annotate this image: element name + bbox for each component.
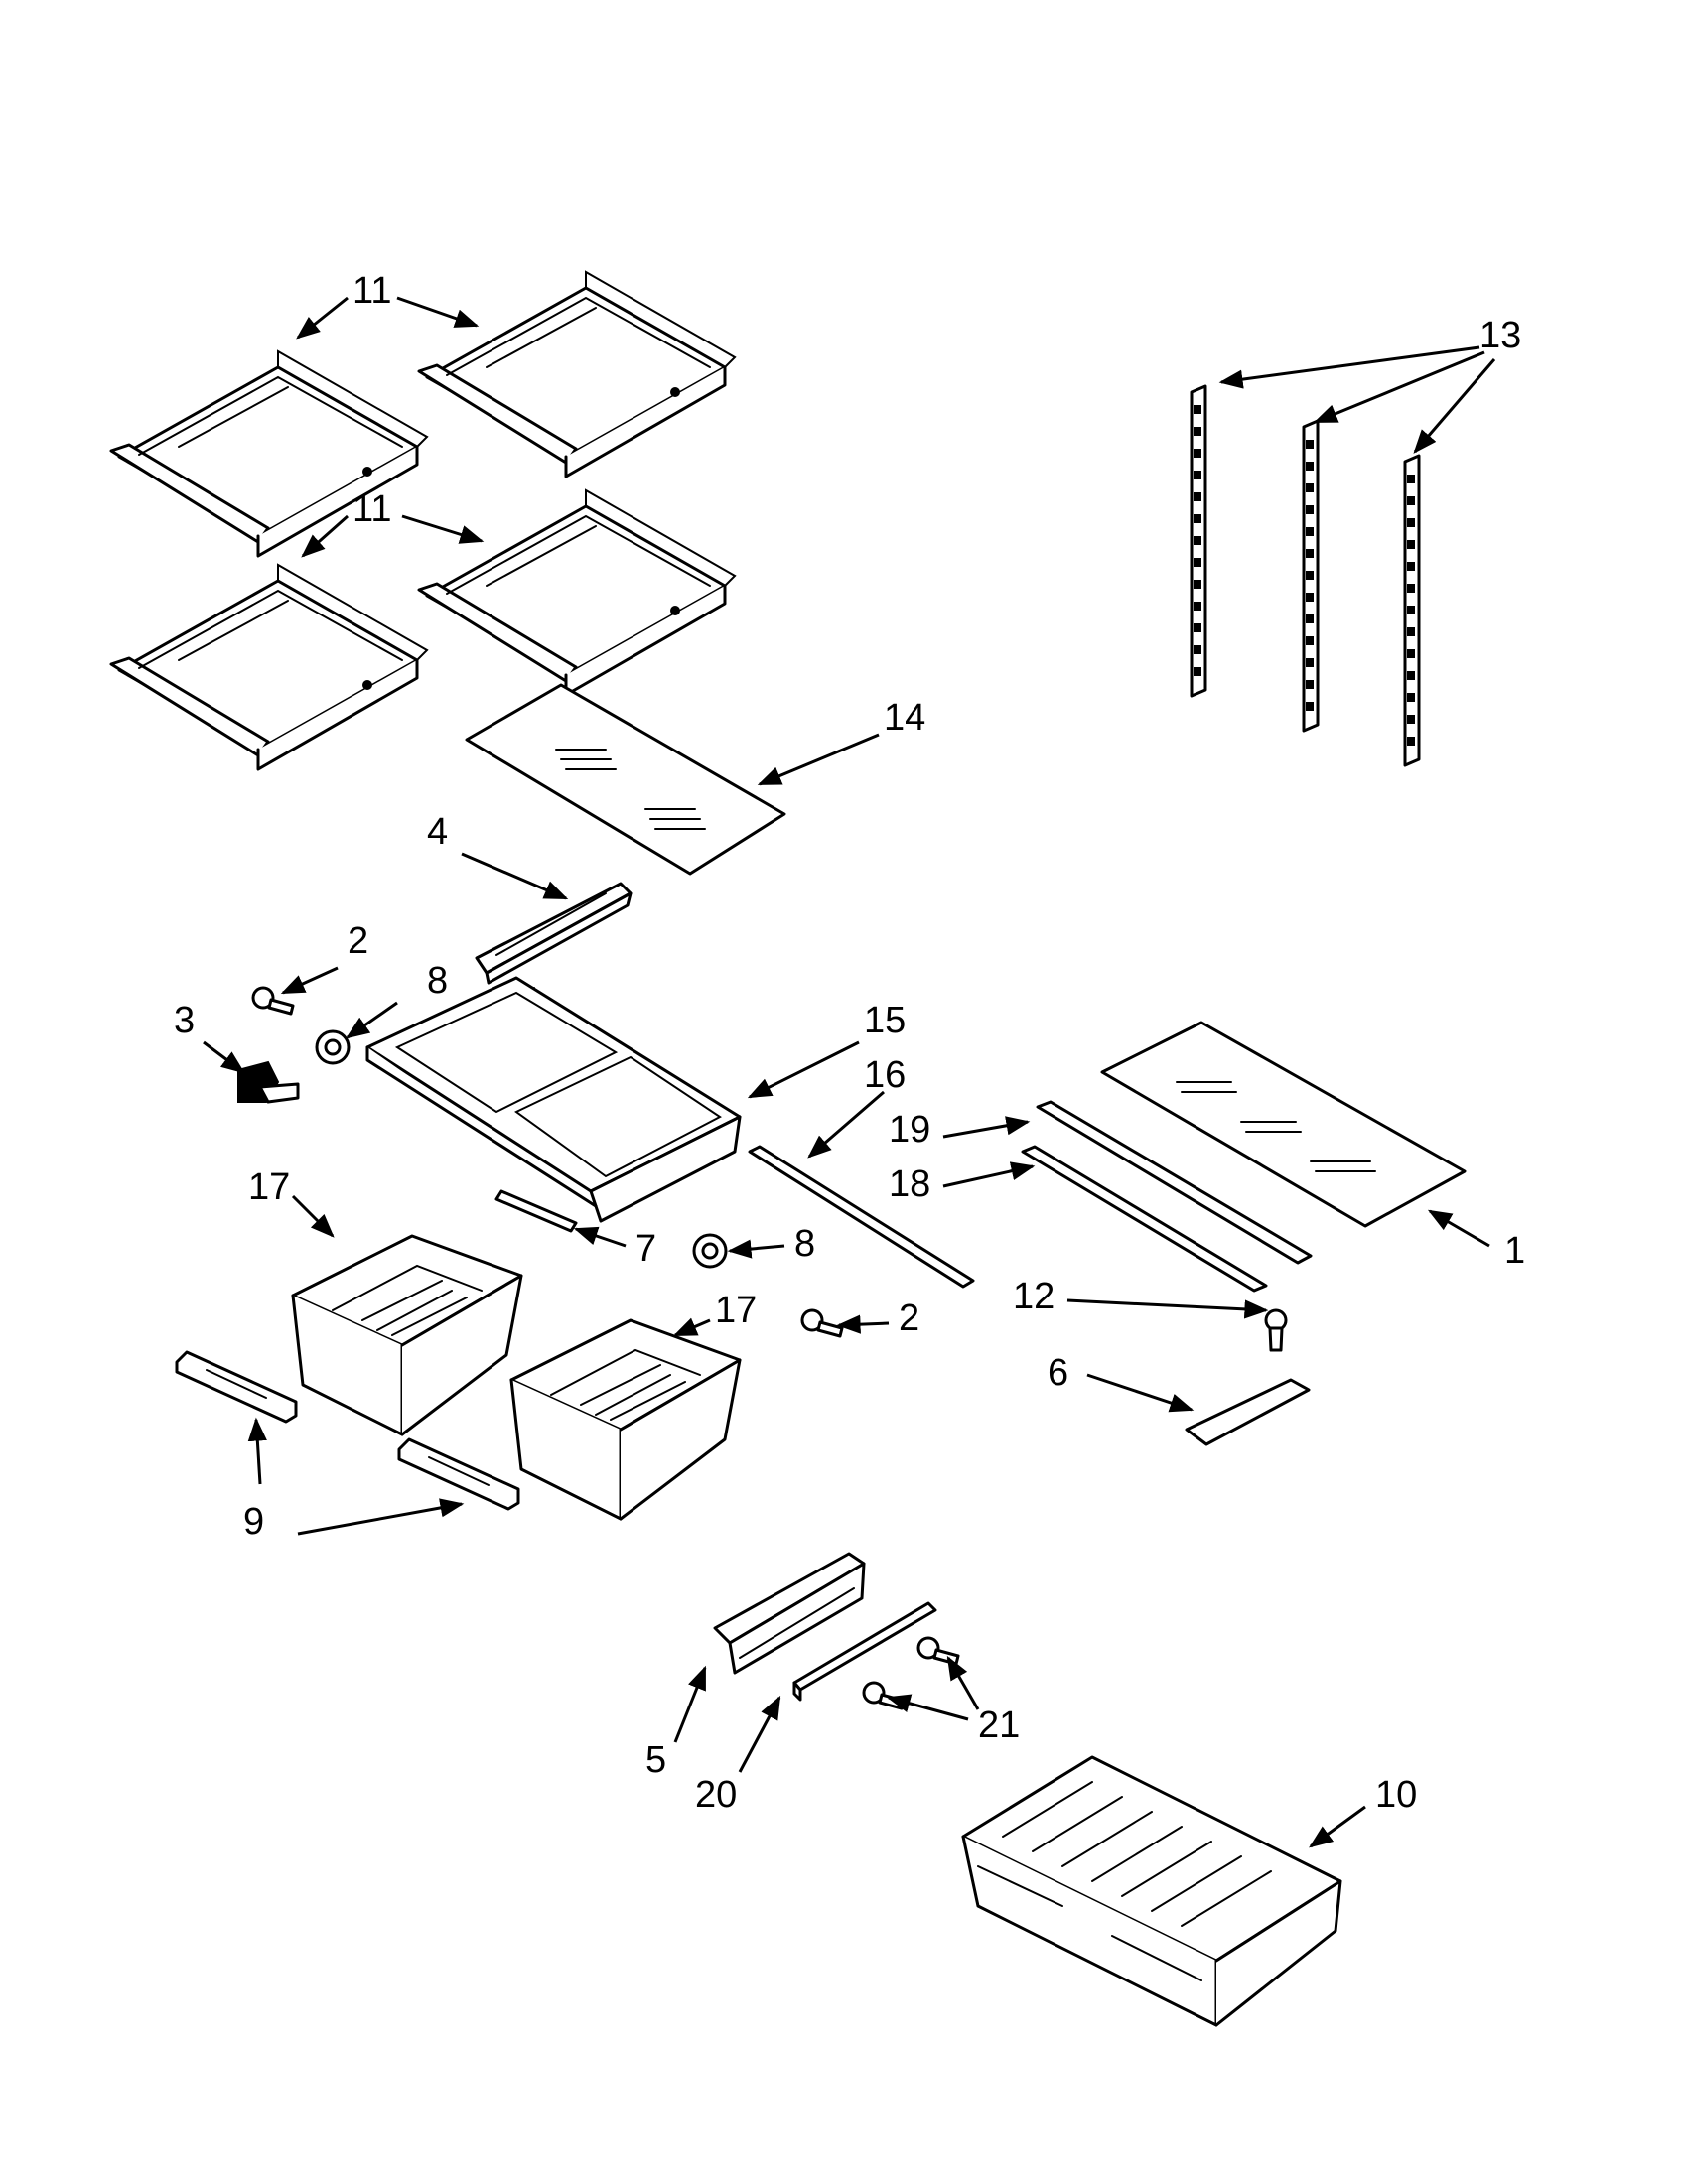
callout-20: 20: [695, 1774, 737, 1816]
shelf-part-11-b: [417, 270, 737, 478]
callout-17-b: 17: [715, 1290, 757, 1331]
strip-part-18: [1021, 1145, 1268, 1293]
callout-3: 3: [174, 1000, 195, 1041]
pan-part-10: [961, 1755, 1342, 2027]
crisper-bin-part-17-b: [509, 1318, 742, 1521]
screw-part-2-b: [800, 1308, 844, 1338]
callout-6: 6: [1048, 1352, 1068, 1394]
callout-12: 12: [1013, 1276, 1055, 1317]
glass-shelf-part-1: [1100, 1021, 1467, 1228]
callout-10: 10: [1375, 1774, 1417, 1816]
callout-8-b: 8: [794, 1223, 815, 1265]
callout-17-a: 17: [248, 1166, 290, 1208]
strip-part-16: [748, 1145, 975, 1289]
callout-18: 18: [889, 1163, 930, 1205]
handle-part-9-a: [175, 1350, 298, 1424]
callout-11-b: 11: [352, 488, 391, 530]
knob-part-8-a: [315, 1029, 351, 1065]
callout-21: 21: [978, 1705, 1020, 1746]
screw-part-21-b: [862, 1681, 906, 1710]
bracket-part-7: [494, 1189, 578, 1233]
screw-part-12: [1264, 1308, 1288, 1352]
rail-part-13-c: [1403, 454, 1421, 767]
callout-9: 9: [243, 1501, 264, 1543]
callout-labels: 1 2 2 3 4 5 6 7 8 8 9 10 11 11 12 13 14 …: [174, 270, 1525, 1816]
callout-2-a: 2: [348, 920, 368, 962]
slide-part-5: [713, 1552, 866, 1675]
callout-5: 5: [645, 1739, 666, 1781]
callout-13: 13: [1479, 315, 1521, 356]
knob-part-8-b: [692, 1233, 728, 1269]
rail-part-20: [792, 1601, 937, 1702]
callout-16: 16: [864, 1054, 906, 1096]
screw-part-21-a: [916, 1636, 960, 1666]
callout-14: 14: [884, 697, 925, 739]
callout-11-a: 11: [352, 270, 391, 312]
rail-part-13-a: [1190, 384, 1207, 698]
bracket-part-6: [1185, 1378, 1311, 1446]
leader-lines: [203, 296, 1496, 1848]
handle-part-9-b: [397, 1437, 520, 1511]
callout-4: 4: [427, 811, 448, 853]
callout-8-a: 8: [427, 960, 448, 1002]
callout-7: 7: [635, 1228, 656, 1270]
crisper-frame-part-15: [365, 976, 742, 1223]
callout-15: 15: [864, 1000, 906, 1041]
shelf-part-11-d: [417, 488, 737, 697]
glass-shelf-part-14: [465, 683, 786, 876]
rail-part-13-b: [1302, 419, 1320, 733]
callout-1: 1: [1504, 1230, 1525, 1272]
clip-part-3: [237, 1060, 300, 1104]
crisper-bin-part-17-a: [291, 1234, 523, 1436]
strip-part-19: [1036, 1100, 1313, 1265]
rail-part-4: [475, 882, 633, 985]
callout-2-b: 2: [899, 1297, 919, 1339]
callout-19: 19: [889, 1109, 930, 1151]
shelf-part-11-c: [109, 563, 429, 771]
